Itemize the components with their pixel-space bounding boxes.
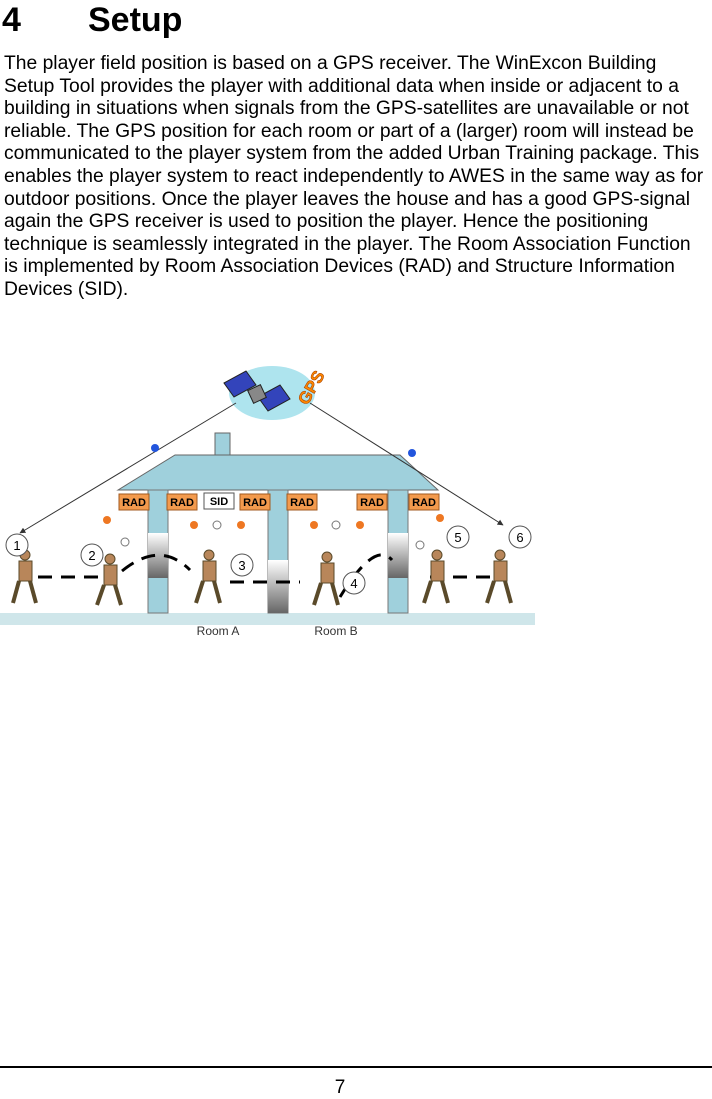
position-6: 6: [516, 530, 523, 545]
sid-box: [203, 492, 235, 510]
signal-line-right: [309, 402, 504, 526]
sid-label: SID: [210, 496, 228, 508]
satellite-panel-right: [257, 384, 291, 412]
position-1: 1: [13, 538, 20, 553]
room-association-diagram: GPS RAD RAD SID RAD RAD RAD RAD: [0, 366, 535, 638]
rad-label-1: RAD: [122, 497, 146, 509]
position-3: 3: [238, 558, 245, 573]
soldier-4: [312, 551, 340, 606]
room-a-label: Room A: [197, 624, 240, 638]
position-2: 2: [88, 548, 95, 563]
section-number: 4: [2, 0, 21, 39]
satellite-body: [247, 384, 267, 404]
gps-signal-dot-right: [408, 449, 416, 457]
ground: [0, 613, 535, 625]
signal-balls: [103, 514, 444, 550]
door-left: [148, 533, 168, 578]
soldier-3: [194, 549, 222, 604]
position-4: 4: [350, 576, 357, 591]
rad-label-5: RAD: [360, 497, 384, 509]
rad-label-3: RAD: [243, 497, 267, 509]
footer-divider: [0, 1066, 712, 1068]
page-number: 7: [334, 1077, 346, 1098]
position-markers: 1 2 3 4 5 6: [5, 525, 532, 595]
rad-box-4: [286, 493, 318, 511]
rad-label-2: RAD: [170, 497, 194, 509]
soldier-5: [422, 549, 450, 604]
gps-satellite: GPS: [223, 366, 329, 420]
satellite-panel-left: [223, 370, 257, 398]
section-title: Setup: [88, 0, 183, 39]
body-paragraph: The player field position is based on a …: [4, 53, 704, 300]
rad-label-6: RAD: [412, 497, 436, 509]
soldier-1: [11, 549, 38, 604]
device-labels: RAD RAD SID RAD RAD RAD RAD: [118, 492, 440, 511]
rad-box-3: [239, 493, 271, 511]
rad-box-6: [408, 493, 440, 511]
door-right: [388, 533, 408, 578]
soldier-6: [485, 549, 513, 604]
room-b-label: Room B: [314, 624, 357, 638]
soldier-2: [95, 553, 123, 606]
rad-box-1: [118, 493, 150, 511]
gps-signal-dot-left: [151, 444, 159, 452]
room-association-figure: GPS RAD RAD SID RAD RAD RAD RAD: [0, 365, 540, 640]
position-5: 5: [454, 530, 461, 545]
door-middle: [268, 560, 288, 613]
rad-box-2: [166, 493, 198, 511]
rad-box-5: [356, 493, 388, 511]
house: [116, 432, 440, 614]
player-path: [38, 553, 490, 598]
chimney: [214, 432, 231, 456]
section-heading: 4 Setup: [2, 0, 182, 40]
rad-label-4: RAD: [290, 497, 314, 509]
signal-line-left: [19, 402, 237, 534]
roof: [116, 454, 440, 491]
